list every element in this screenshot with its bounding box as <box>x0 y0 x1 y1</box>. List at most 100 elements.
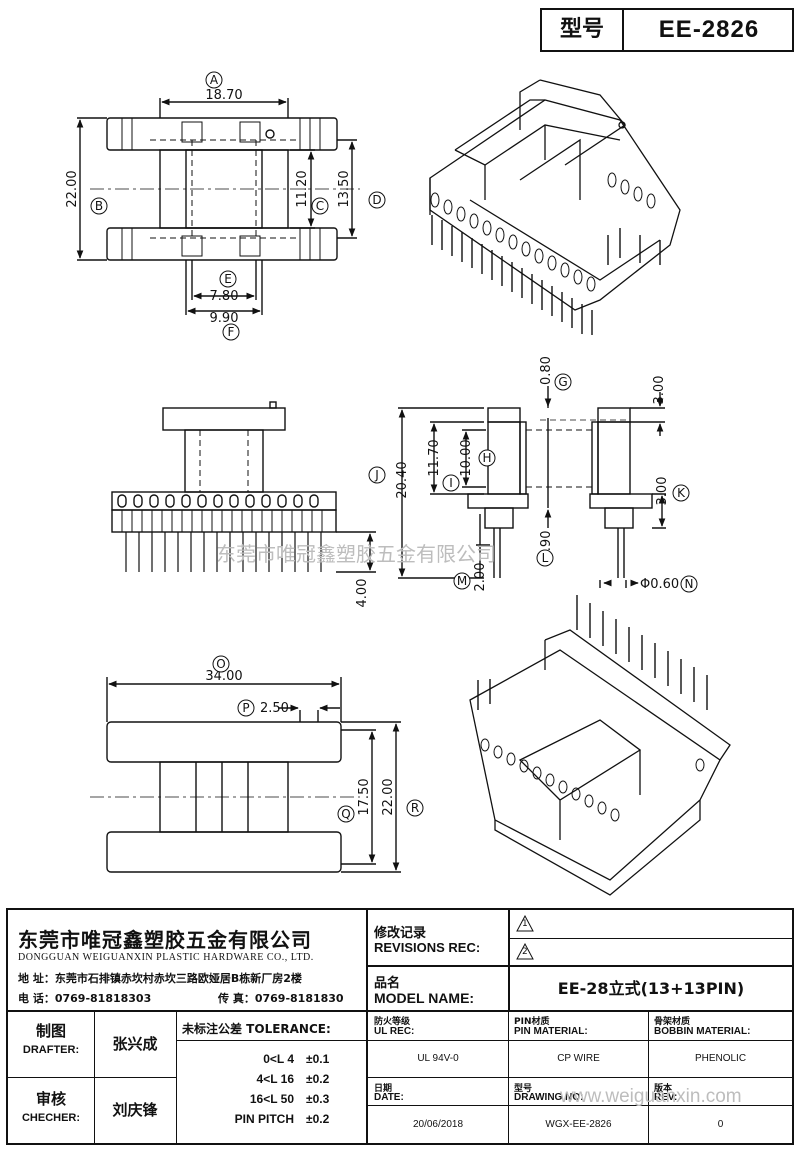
svg-text:E: E <box>224 272 232 286</box>
svg-text:P: P <box>242 701 249 715</box>
ul-value: UL 94V-0 <box>417 1053 459 1064</box>
svg-text:K: K <box>677 486 686 500</box>
drafter-label-en: DRAFTER: <box>22 1044 80 1056</box>
watermark-company: 东莞市唯冠鑫塑胶五金有限公司 <box>216 542 496 566</box>
bobbin-value: PHENOLIC <box>694 1053 747 1064</box>
dim-b: 22.00 <box>65 170 80 207</box>
label-a: A <box>205 71 223 89</box>
dim-k-top: 3.00 <box>652 376 667 405</box>
label-c: C <box>311 197 329 215</box>
model-header: 型号 EE-2826 <box>540 8 794 52</box>
model-value: EE-2826 <box>658 16 760 43</box>
model-name-value: EE-28立式(13+13PIN) <box>557 979 745 998</box>
svg-text:C: C <box>316 199 324 213</box>
isometric-view-bottom <box>469 595 731 896</box>
tolerance-table: 0<L 4±0.1 4<L 16±0.2 16<L 50±0.3 PIN PIT… <box>208 1052 358 1132</box>
company-fax: 传 真：0769-8181830 <box>218 992 344 1005</box>
company-address: 地 址：东莞市石排镇赤坎村赤坎三路欧娅居B栋新厂房2楼 <box>18 972 302 985</box>
revision-triangle-2: 2 <box>516 942 534 960</box>
revisions-label-en: REVISIONS REC: <box>374 940 481 955</box>
dim-q: 17.50 <box>357 778 372 815</box>
label-g: G <box>554 373 572 391</box>
tolerance-row: 4<L 16±0.2 <box>256 1072 330 1086</box>
dim-p: 2.50 <box>260 701 289 716</box>
label-o: O <box>212 655 230 673</box>
svg-text:L: L <box>542 551 549 565</box>
drafter-name: 张兴成 <box>112 1035 158 1053</box>
date-label-cn: 日期 <box>374 1084 393 1094</box>
bobbin-label-en: BOBBIN MATERIAL: <box>654 1026 751 1037</box>
dim-c: 11.20 <box>295 170 310 207</box>
drafter-label-cn: 制图 <box>35 1022 66 1040</box>
svg-text:N: N <box>685 577 694 591</box>
ul-label-en: UL REC: <box>374 1026 415 1037</box>
ul-label-cn: 防火等级 <box>374 1017 411 1027</box>
dim-i: 11.70 <box>427 439 442 476</box>
model-name-label-cn: 品名 <box>374 976 401 991</box>
label-l: L <box>536 549 554 567</box>
company-name-en: DONGGUAN WEIGUANXIN PLASTIC HARDWARE CO.… <box>18 952 314 963</box>
rev-label-en: REV: <box>654 1092 678 1103</box>
tolerance-title: 未标注公差 TOLERANCE: <box>182 1022 331 1036</box>
rev-label-cn: 版本 <box>654 1084 673 1094</box>
svg-text:G: G <box>558 375 567 389</box>
checker-label-en: CHECHER: <box>21 1112 81 1124</box>
svg-text:O: O <box>216 657 225 671</box>
watermark-website: www.weiguanxin.com <box>560 1086 742 1107</box>
pin-value: CP WIRE <box>557 1053 600 1064</box>
tolerance-row: 0<L 4±0.1 <box>263 1052 330 1066</box>
dim-h: 10.00 <box>459 439 474 476</box>
dim-side-h: 4.00 <box>355 579 370 608</box>
checker-label-cn: 审核 <box>35 1090 66 1108</box>
dim-f: 9.90 <box>210 311 239 326</box>
drawing-label-en: DRAWING NO: <box>514 1092 584 1103</box>
label-m: M <box>453 572 471 590</box>
dim-d: 13.50 <box>337 170 352 207</box>
revision-1-number: 1 <box>522 919 528 929</box>
label-r: R <box>406 799 424 817</box>
date-label-en: DATE: <box>374 1092 404 1103</box>
title-block: 东莞市唯冠鑫塑胶五金有限公司 DONGGUAN WEIGUANXIN PLAST… <box>6 908 794 1145</box>
label-q: Q <box>337 805 355 823</box>
label-e: E <box>219 270 237 288</box>
svg-text:I: I <box>449 476 453 490</box>
section-view <box>398 386 666 588</box>
bottom-view <box>90 677 401 873</box>
drawing-value: WGX-EE-2826 <box>545 1119 612 1130</box>
svg-text:A: A <box>210 73 219 87</box>
svg-text:J: J <box>374 468 379 482</box>
label-p: P <box>237 699 255 717</box>
svg-text:H: H <box>482 451 491 465</box>
label-f: F <box>222 323 240 341</box>
svg-text:M: M <box>457 574 467 588</box>
label-i: I <box>442 474 460 492</box>
company-tel: 电 话：0769-81818303 <box>18 992 152 1005</box>
dim-g: 0.80 <box>539 356 554 385</box>
top-view <box>76 98 360 315</box>
svg-text:R: R <box>411 801 419 815</box>
pin-label-cn: PIN材质 <box>514 1017 550 1027</box>
label-k: K <box>672 484 690 502</box>
model-name-label-en: MODEL NAME: <box>374 990 475 1006</box>
isometric-view-top <box>429 79 681 335</box>
dim-r: 22.00 <box>381 778 396 815</box>
label-b: B <box>90 197 108 215</box>
checker-name: 刘庆锋 <box>112 1101 158 1119</box>
technical-drawing: 18.70 22.00 11.20 13.50 7.80 9.90 0.80 3… <box>65 71 731 896</box>
dim-a: 18.70 <box>205 88 242 103</box>
side-view <box>111 401 376 573</box>
dim-m: 2.00 <box>473 563 488 592</box>
dim-o: 34.00 <box>205 669 242 684</box>
svg-text:Q: Q <box>341 807 350 821</box>
dim-j: 20.40 <box>395 461 410 498</box>
rev-value: 0 <box>717 1119 724 1130</box>
dim-e: 7.80 <box>210 289 239 304</box>
revision-2-number: 2 <box>522 947 528 957</box>
revisions-label-cn: 修改记录 <box>374 926 427 941</box>
svg-text:F: F <box>228 325 235 339</box>
model-label: 型号 <box>542 10 624 50</box>
pin-label-en: PIN MATERIAL: <box>514 1026 588 1037</box>
bobbin-label-cn: 骨架材质 <box>654 1017 691 1027</box>
svg-text:B: B <box>95 199 103 213</box>
dim-n: Φ0.60 <box>640 577 679 592</box>
